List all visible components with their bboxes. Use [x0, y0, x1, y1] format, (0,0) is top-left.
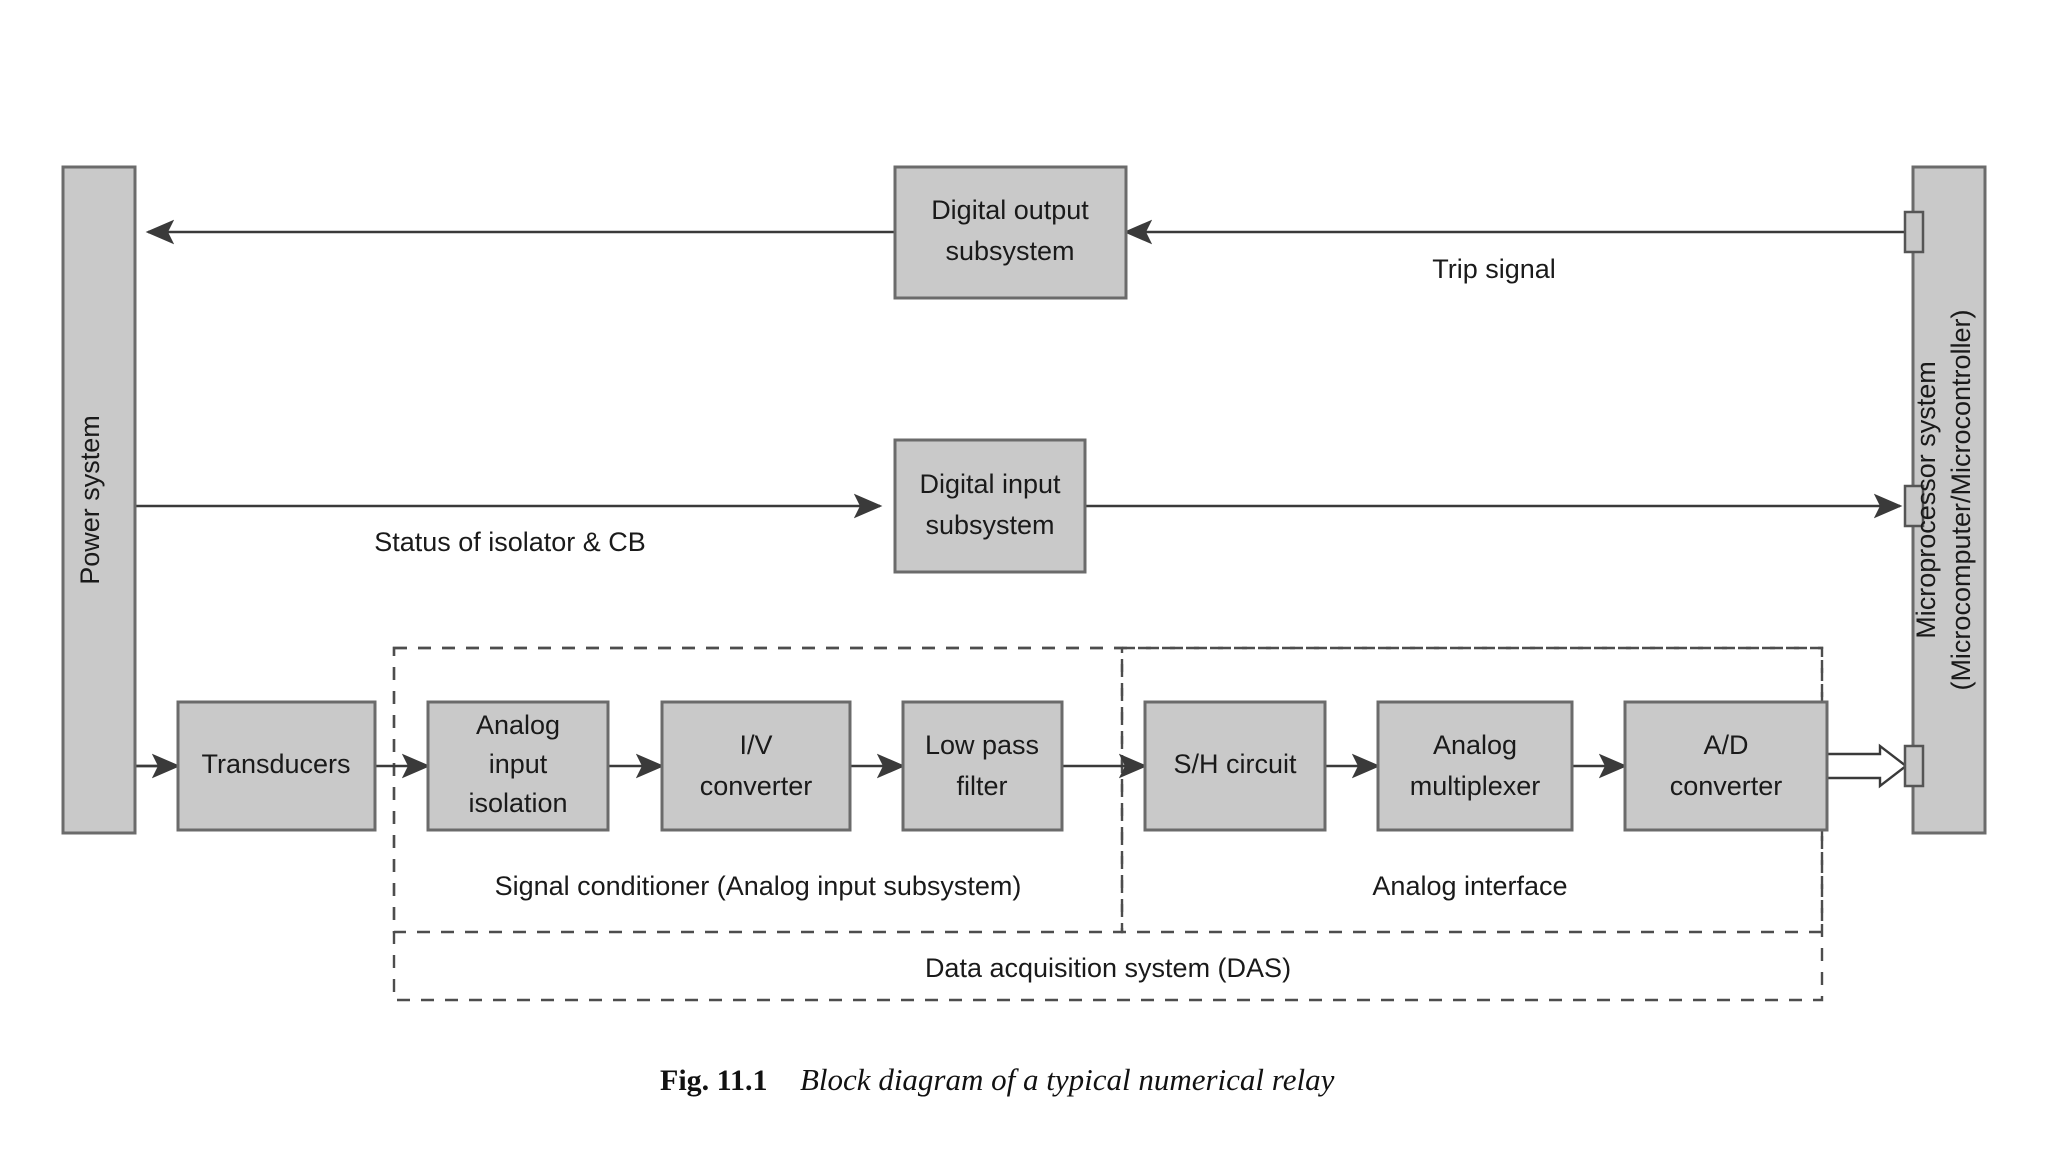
- block-power-system-label: Power system: [75, 415, 105, 585]
- block-ad-converter-label-line1: A/D: [1703, 730, 1748, 760]
- block-digital-input-label-line2: subsystem: [925, 510, 1054, 540]
- block-digital-input-subsystem: Digital input subsystem: [893, 438, 1087, 574]
- block-transducers-label: Transducers: [201, 749, 350, 779]
- block-iv-converter: I/V converter: [660, 700, 852, 832]
- block-microprocessor-label-line1: Microprocessor system: [1911, 361, 1941, 639]
- edge-label-status-isolator-cb: Status of isolator & CB: [374, 527, 646, 557]
- block-digital-input-label-line1: Digital input: [919, 469, 1061, 499]
- block-analog-input-isolation-label-line3: isolation: [468, 788, 567, 818]
- figure-caption-text: Block diagram of a typical numerical rel…: [800, 1062, 1335, 1097]
- block-digital-output-subsystem: Digital output subsystem: [893, 165, 1128, 300]
- edge-label-trip-signal: Trip signal: [1432, 254, 1556, 284]
- block-sh-circuit: S/H circuit: [1143, 700, 1327, 832]
- block-analog-multiplexer-label-line2: multiplexer: [1410, 771, 1541, 801]
- block-analog-multiplexer: Analog multiplexer: [1376, 700, 1574, 832]
- block-sh-circuit-label: S/H circuit: [1173, 749, 1297, 779]
- block-low-pass-filter-label-line2: filter: [956, 771, 1007, 801]
- bus-arrow-ad-converter-to-microprocessor: [1825, 743, 1908, 789]
- port-data-bus: [1903, 744, 1925, 788]
- block-analog-input-isolation: Analog input isolation: [426, 700, 610, 832]
- block-iv-converter-label-line2: converter: [700, 771, 813, 801]
- port-digital-input: [1903, 484, 1925, 528]
- block-microprocessor-label-line2: (Microcomputer/Microcontroller): [1946, 309, 1976, 690]
- block-low-pass-filter: Low pass filter: [901, 700, 1064, 832]
- block-analog-input-isolation-label-line1: Analog: [476, 710, 560, 740]
- block-power-system: Power system: [61, 165, 137, 835]
- data-acquisition-system-boundary: [392, 646, 1824, 1002]
- block-digital-output-label-line1: Digital output: [931, 195, 1089, 225]
- block-analog-input-isolation-label-line2: input: [489, 749, 548, 779]
- block-microprocessor-system: Microprocessor system (Microcomputer/Mic…: [1903, 165, 1987, 835]
- group-label-signal-conditioner: Signal conditioner (Analog input subsyst…: [495, 871, 1022, 901]
- block-ad-converter: A/D converter: [1623, 700, 1829, 832]
- block-iv-converter-label-line1: I/V: [739, 730, 772, 760]
- block-digital-output-label-line2: subsystem: [945, 236, 1074, 266]
- port-trip-signal: [1903, 210, 1925, 254]
- block-analog-multiplexer-label-line1: Analog: [1433, 730, 1517, 760]
- block-transducers: Transducers: [176, 700, 377, 832]
- figure-caption-label: Fig. 11.1: [660, 1064, 768, 1097]
- block-ad-converter-label-line2: converter: [1670, 771, 1783, 801]
- block-low-pass-filter-label-line1: Low pass: [925, 730, 1039, 760]
- group-label-analog-interface: Analog interface: [1372, 871, 1567, 901]
- group-label-data-acquisition-system: Data acquisition system (DAS): [925, 953, 1291, 983]
